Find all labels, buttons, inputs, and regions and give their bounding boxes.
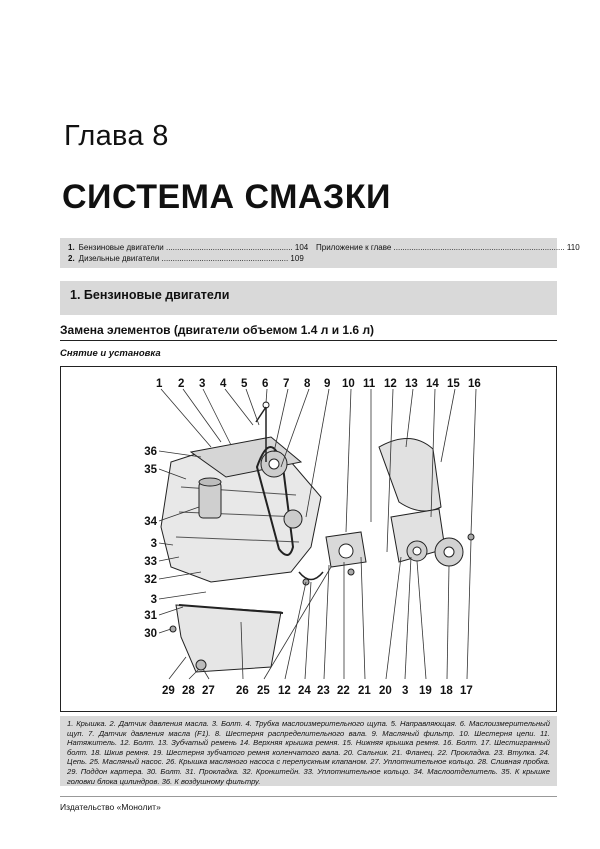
callout-number: 4: [220, 378, 227, 390]
callout-number: 3: [402, 685, 408, 697]
callout-number: 17: [460, 685, 473, 697]
callout-number: 27: [202, 685, 215, 697]
callout-number: 19: [419, 685, 432, 697]
subsection-title: Замена элементов (двигатели объемом 1.4 …: [60, 323, 557, 341]
callout-number: 1: [156, 378, 163, 390]
engine-lubrication-diagram: 1 2 3 4 5 6 7 8 9 10 11 12 13 14 15 16 3…: [60, 366, 557, 712]
callout-number: 13: [405, 378, 418, 390]
callout-number: 34: [144, 516, 157, 528]
callout-number: 30: [144, 628, 157, 640]
callout-number: 25: [257, 685, 270, 697]
callout-number: 3: [151, 538, 157, 550]
callout-number: 36: [144, 446, 157, 458]
callout-number: 8: [304, 378, 311, 390]
callout-number: 9: [324, 378, 330, 390]
callout-number: 20: [379, 685, 392, 697]
oil-separator-shape: [198, 481, 222, 519]
chapter-number: Глава 8: [64, 120, 169, 152]
callout-number: 15: [447, 378, 460, 390]
diagram-drawing: 1 2 3 4 5 6 7 8 9 10 11 12 13 14 15 16 3…: [144, 378, 481, 697]
callout-number: 26: [236, 685, 249, 697]
section-header: 1. Бензиновые двигатели: [60, 281, 557, 315]
chapter-title: СИСТЕМА СМАЗКИ: [62, 178, 391, 216]
callout-number: 18: [440, 685, 453, 697]
publisher-name: Издательство «Монолит»: [60, 802, 161, 812]
table-of-contents: 1.Бензиновые двигатели .................…: [60, 238, 580, 268]
callout-number: 14: [426, 378, 439, 390]
oil-pan: [175, 604, 282, 673]
toc-item[interactable]: 2.Дизельные двигатели ..................…: [68, 254, 304, 263]
callout-number: 31: [144, 610, 157, 622]
upper-belt-cover: [378, 438, 442, 512]
callout-number: 7: [283, 378, 289, 390]
callout-number: 6: [262, 378, 268, 390]
callout-number: 29: [162, 685, 175, 697]
callout-number: 12: [384, 378, 397, 390]
drain-plug: [195, 659, 207, 671]
callout-number: 5: [241, 378, 248, 390]
toc-item[interactable]: 1.Бензиновые двигатели .................…: [68, 243, 309, 252]
dipstick-tube: [255, 406, 267, 462]
callout-number: 10: [342, 378, 355, 390]
footer-divider: [60, 796, 557, 797]
callout-number: 12: [278, 685, 291, 697]
callout-number: 22: [337, 685, 350, 697]
subsubsection-title: Снятие и установка: [60, 348, 161, 359]
callout-number: 21: [358, 685, 371, 697]
callout-number: 11: [363, 378, 376, 390]
callout-number: 28: [182, 685, 195, 697]
callout-number: 24: [298, 685, 311, 697]
section-title: 1. Бензиновые двигатели: [70, 288, 230, 302]
callout-number: 16: [468, 378, 481, 390]
callout-number: 2: [178, 378, 184, 390]
toc-item[interactable]: Приложение к главе .....................…: [316, 243, 580, 252]
callout-number: 33: [144, 556, 157, 568]
callout-number: 23: [317, 685, 330, 697]
chain: [298, 571, 324, 581]
callout-number: 3: [151, 594, 157, 606]
callout-number: 32: [144, 574, 157, 586]
figure-caption: 1. Крышка. 2. Датчик давления масла. 3. …: [60, 716, 557, 786]
callout-number: 35: [144, 464, 157, 476]
callout-number: 3: [199, 378, 205, 390]
